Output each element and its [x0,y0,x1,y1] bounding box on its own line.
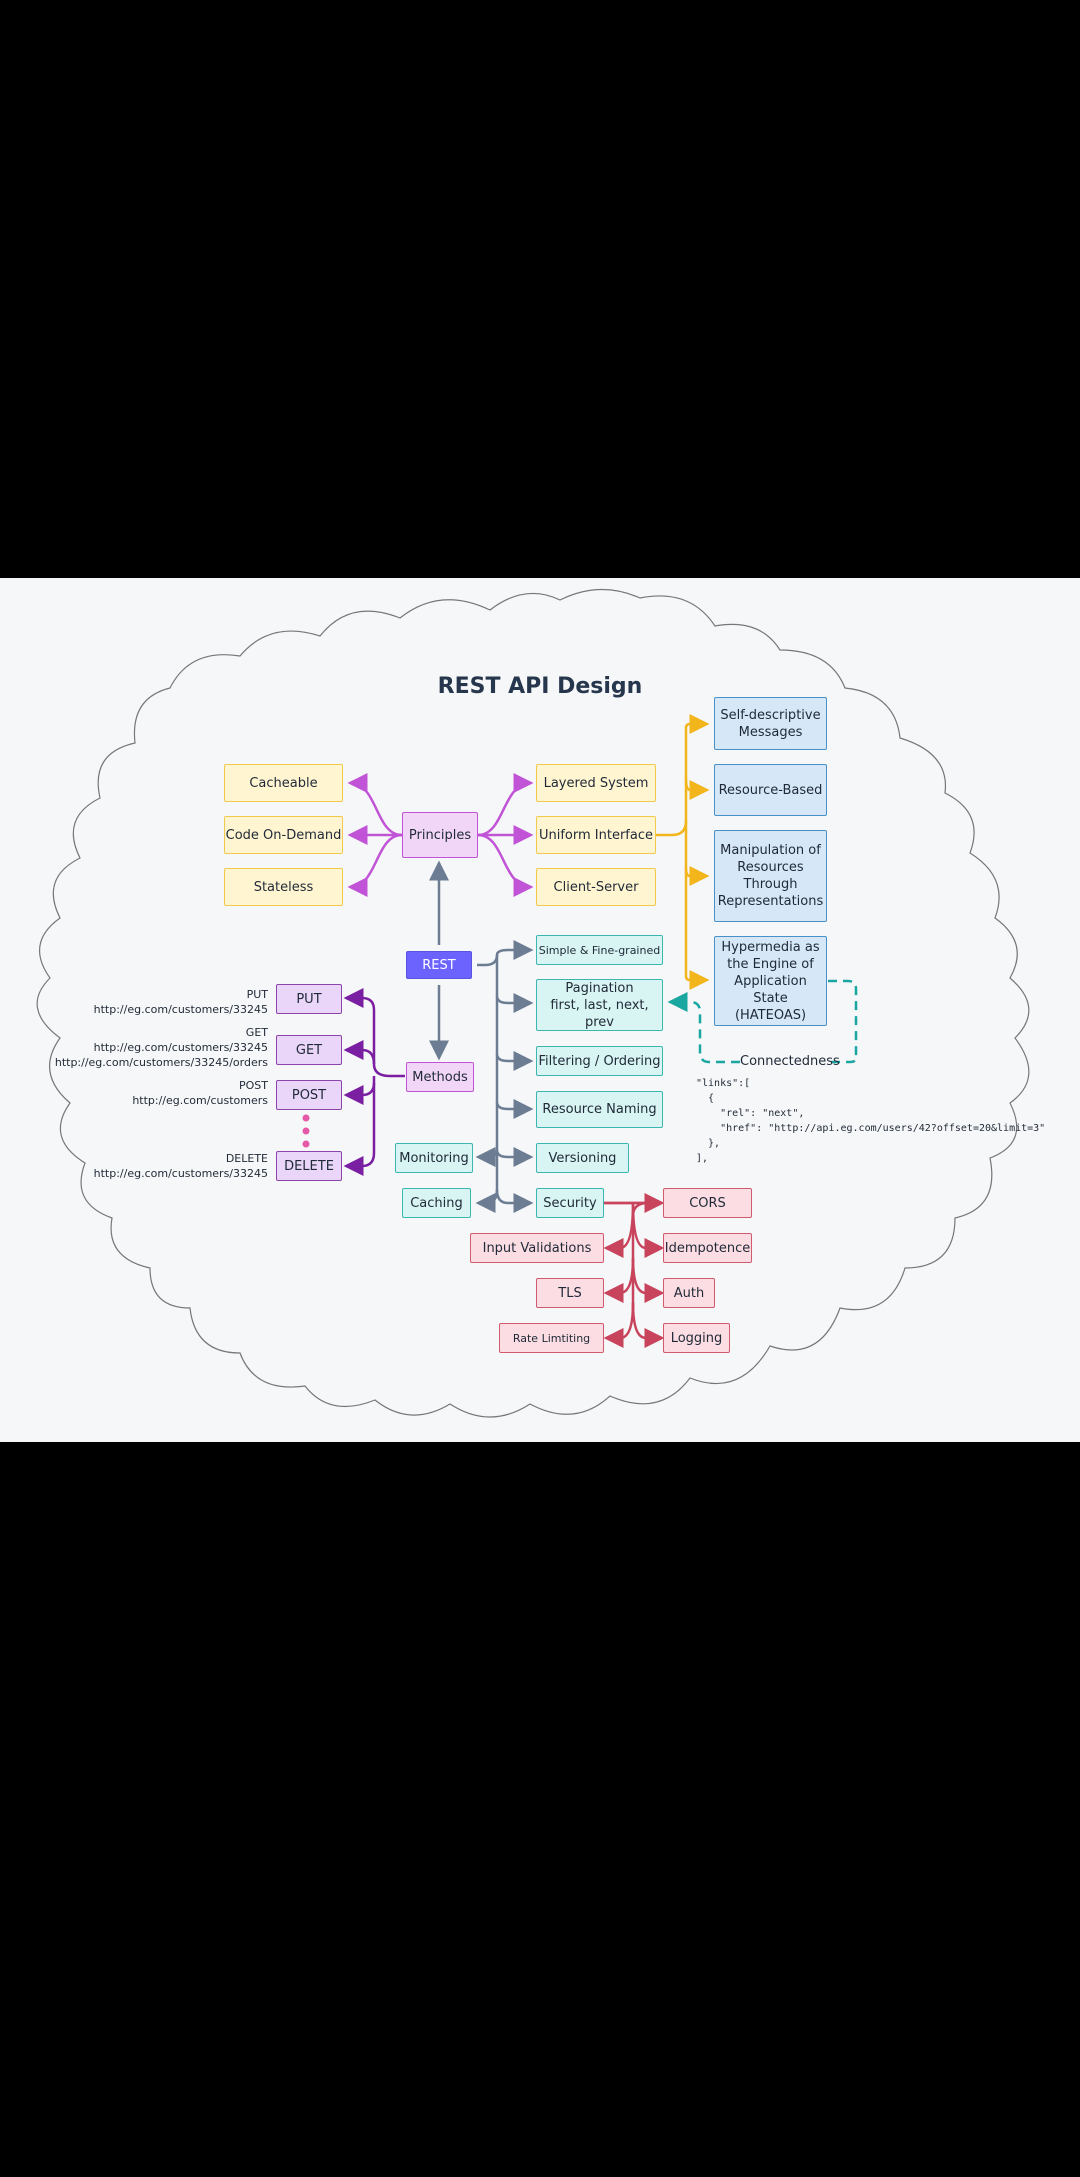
pagination-label: Pagination [565,980,634,996]
links-json-snippet: "links":[ { "rel": "next", "href": "http… [696,1076,1045,1166]
json-line: { [696,1093,715,1104]
node-rate-limiting: Rate Limtiting [499,1323,604,1353]
pagination-sub: first, last, next, prev [550,997,649,1030]
example-delete-method: DELETE [225,1152,268,1165]
node-auth: Auth [663,1278,715,1308]
diagram-connectors [36,588,1030,1418]
json-line: "links":[ [696,1078,751,1089]
node-self-descriptive-messages: Self-descriptive Messages [714,697,827,750]
json-line: "rel": "next", [696,1108,805,1119]
node-client-server: Client-Server [536,868,656,906]
node-methods: Methods [406,1062,474,1092]
example-put: PUT http://eg.com/customers/33245 [60,987,268,1017]
node-cacheable: Cacheable [224,764,343,802]
example-post-url: http://eg.com/customers [132,1094,268,1107]
node-simple-fine-grained: Simple & Fine-grained [536,935,663,965]
json-line: "href": "http://api.eg.com/users/42?offs… [696,1123,1046,1134]
json-line: ], [696,1153,709,1164]
node-logging: Logging [663,1323,730,1353]
node-principles: Principles [402,812,478,858]
node-stateless: Stateless [224,868,343,906]
example-get-url-1: http://eg.com/customers/33245 [93,1041,268,1054]
example-put-method: PUT [246,988,268,1001]
json-line: }, [696,1138,721,1149]
example-get-method: GET [245,1026,268,1039]
node-delete: DELETE [276,1151,342,1181]
example-post-method: POST [239,1079,268,1092]
example-delete-url: http://eg.com/customers/33245 [93,1167,268,1180]
node-input-validations: Input Validations [470,1233,604,1263]
node-tls: TLS [536,1278,604,1308]
node-layered-system: Layered System [536,764,656,802]
node-manipulation-of-resources: Manipulation of Resources Through Repres… [714,830,827,922]
node-rest: REST [406,951,472,979]
node-put: PUT [276,984,342,1014]
diagram-panel: REST API Design Cacheable Code On-Demand… [0,578,1080,1442]
example-delete: DELETE http://eg.com/customers/33245 [60,1151,268,1181]
connectedness-label: Connectedness [740,1054,840,1069]
cloud-outline [36,588,1030,1418]
node-hateoas: Hypermedia as the Engine of Application … [714,936,827,1026]
node-security: Security [536,1188,604,1218]
node-uniform-interface: Uniform Interface [536,816,656,854]
node-resource-naming: Resource Naming [536,1091,663,1128]
node-idempotence: Idempotence [663,1233,752,1263]
node-resource-based: Resource-Based [714,764,827,816]
node-versioning: Versioning [536,1143,629,1173]
node-code-on-demand: Code On-Demand [224,816,343,854]
example-put-url: http://eg.com/customers/33245 [93,1003,268,1016]
example-post: POST http://eg.com/customers [60,1078,268,1108]
example-get-url-2: http://eg.com/customers/33245/orders [54,1056,268,1069]
example-get: GET http://eg.com/customers/33245 http:/… [40,1025,268,1070]
node-pagination: Pagination first, last, next, prev [536,979,663,1031]
node-cors: CORS [663,1188,752,1218]
node-caching: Caching [402,1188,471,1218]
node-get: GET [276,1035,342,1065]
diagram-title: REST API Design [437,674,643,699]
node-filtering-ordering: Filtering / Ordering [536,1046,663,1076]
node-post: POST [276,1080,342,1110]
node-monitoring: Monitoring [395,1143,473,1173]
